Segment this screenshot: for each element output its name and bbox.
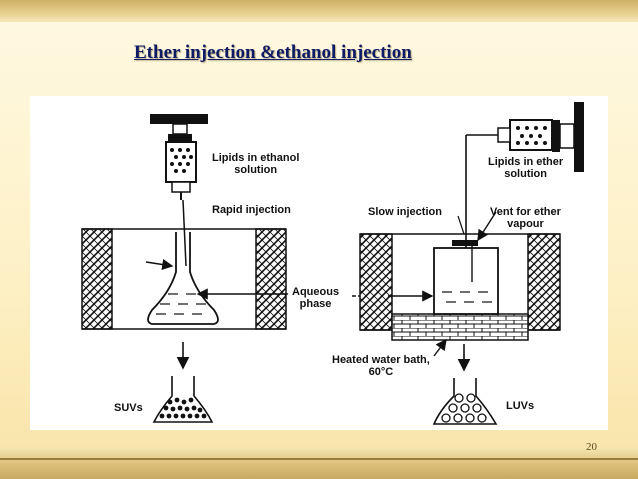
right-syringe-label-line1: Lipids in ether xyxy=(488,156,564,168)
bottom-decorative-band xyxy=(0,449,638,479)
aqueous-phase-label: Aqueous phase xyxy=(292,286,339,310)
heated-bath-label-line1: Heated water bath, xyxy=(332,354,430,366)
right-syringe-label-line2: solution xyxy=(504,168,547,180)
luvs-label: LUVs xyxy=(506,400,535,412)
slow-injection-label: Slow injection xyxy=(368,206,442,218)
suvs-label: SUVs xyxy=(114,402,143,414)
slide-title: Ether injection &ethanol injection xyxy=(134,42,412,63)
vent-label: Vent for ether vapour xyxy=(490,206,561,230)
page-number: 20 xyxy=(586,441,597,453)
bottom-divider xyxy=(0,458,638,460)
heated-bath-label-line2: 60°C xyxy=(368,366,394,378)
left-syringe xyxy=(150,114,208,267)
heated-bath-label: Heated water bath, 60°C xyxy=(332,354,430,378)
top-decorative-band xyxy=(0,0,638,22)
aqueous-phase-label-line2: phase xyxy=(299,298,332,310)
diagram-drawing xyxy=(81,102,584,425)
rapid-injection-label: Rapid injection xyxy=(212,204,291,216)
vent-label-line1: Vent for ether xyxy=(490,206,561,218)
left-syringe-label-line2: solution xyxy=(234,164,278,176)
aqueous-phase-label-line1: Aqueous xyxy=(292,286,340,298)
right-syringe-label: Lipids in ether solution xyxy=(488,156,563,180)
left-syringe-label-line1: Lipids in ethanol xyxy=(212,152,300,164)
vent-label-line2: vapour xyxy=(507,218,544,230)
left-syringe-label: Lipids in ethanol solution xyxy=(212,152,299,176)
liposome-injection-diagram: Lipids in ethanol solution Rapid injecti… xyxy=(30,96,608,430)
